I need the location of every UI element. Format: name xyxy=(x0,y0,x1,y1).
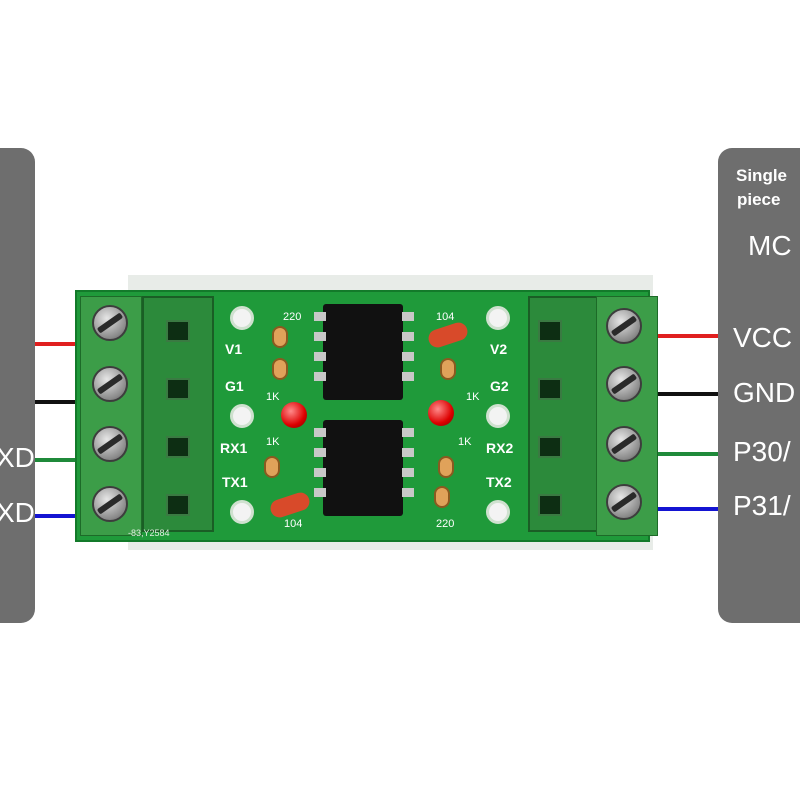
silk-v1: V1 xyxy=(225,341,243,357)
chip-pin xyxy=(314,372,326,381)
chip-pin xyxy=(402,428,414,437)
right-pin-p31: P31/ xyxy=(733,490,791,521)
screw-icon xyxy=(92,486,128,522)
right-device-panel xyxy=(718,148,800,623)
chip-pin xyxy=(314,448,326,457)
right-device-title: MC xyxy=(748,230,792,261)
mounting-hole xyxy=(230,404,254,428)
left-wire-gnd xyxy=(35,400,85,404)
terminal-socket xyxy=(538,436,562,458)
terminal-socket xyxy=(166,494,190,516)
label-220-top: 220 xyxy=(283,311,302,323)
screw-icon xyxy=(92,366,128,402)
resistor xyxy=(264,456,280,478)
silk-rx2: RX2 xyxy=(486,440,514,456)
terminal-socket xyxy=(166,436,190,458)
chip-pin xyxy=(314,352,326,361)
right-header-line1: Single xyxy=(736,166,788,185)
label-1k-right-top: 1K xyxy=(466,391,480,403)
terminal-socket xyxy=(166,378,190,400)
chip-pin xyxy=(314,332,326,341)
led-right xyxy=(428,400,454,426)
chip-pin xyxy=(402,372,414,381)
left-device-panel xyxy=(0,148,35,623)
left-wire-vcc xyxy=(35,342,85,346)
label-104-bottom: 104 xyxy=(284,518,303,530)
left-wire-tx xyxy=(35,514,85,518)
chip-pin xyxy=(314,488,326,497)
label-220-bottom: 220 xyxy=(436,518,455,530)
optocoupler-chip-1 xyxy=(323,304,403,400)
resistor xyxy=(438,456,454,478)
right-wire-vcc xyxy=(654,334,718,338)
silk-g1: G1 xyxy=(225,378,244,394)
mounting-hole xyxy=(486,306,510,330)
led-left xyxy=(281,402,307,428)
right-pin-p30: P30/ xyxy=(733,436,791,467)
screw-icon xyxy=(92,305,128,341)
terminal-socket xyxy=(538,494,562,516)
screw-icon xyxy=(606,484,642,520)
chip-pin xyxy=(314,468,326,477)
label-1k-right-bottom: 1K xyxy=(458,436,472,448)
screw-icon xyxy=(606,426,642,462)
resistor xyxy=(272,358,288,380)
chip-pin xyxy=(402,468,414,477)
chip-pin xyxy=(402,312,414,321)
right-pin-vcc: VCC xyxy=(733,322,793,353)
left-rx-label: XD xyxy=(0,442,35,473)
right-wire-p31 xyxy=(654,507,718,511)
mounting-hole xyxy=(486,500,510,524)
right-pin-gnd: GND xyxy=(733,377,796,408)
left-terminal-block xyxy=(142,296,214,532)
terminal-socket xyxy=(538,320,562,342)
terminal-socket xyxy=(538,378,562,400)
label-1k-left-bottom: 1K xyxy=(266,436,280,448)
silk-rx1: RX1 xyxy=(220,440,248,456)
chip-pin xyxy=(314,428,326,437)
left-wire-rx xyxy=(35,458,90,462)
silk-tx2: TX2 xyxy=(486,474,512,490)
silk-v2: V2 xyxy=(490,341,508,357)
chip-pin xyxy=(314,312,326,321)
left-tx-label: XD xyxy=(0,497,35,528)
terminal-socket xyxy=(166,320,190,342)
mounting-hole xyxy=(230,500,254,524)
label-104-top: 104 xyxy=(436,311,455,323)
silk-tx1: TX1 xyxy=(222,474,248,490)
right-wire-gnd xyxy=(654,392,718,396)
chip-pin xyxy=(402,448,414,457)
chip-pin xyxy=(402,332,414,341)
screw-icon xyxy=(606,366,642,402)
mounting-hole xyxy=(486,404,510,428)
chip-pin xyxy=(402,352,414,361)
resistor xyxy=(434,486,450,508)
right-wire-p30 xyxy=(654,452,718,456)
label-1k-left-top: 1K xyxy=(266,391,280,403)
resistor xyxy=(272,326,288,348)
resistor xyxy=(440,358,456,380)
chip-pin xyxy=(402,488,414,497)
right-header-line2: piece xyxy=(737,190,781,209)
screw-icon xyxy=(606,308,642,344)
mounting-hole xyxy=(230,306,254,330)
silk-g2: G2 xyxy=(490,378,509,394)
screw-icon xyxy=(92,426,128,462)
board-part-code: -83,Y2584 xyxy=(128,528,170,538)
optocoupler-chip-2 xyxy=(323,420,403,516)
